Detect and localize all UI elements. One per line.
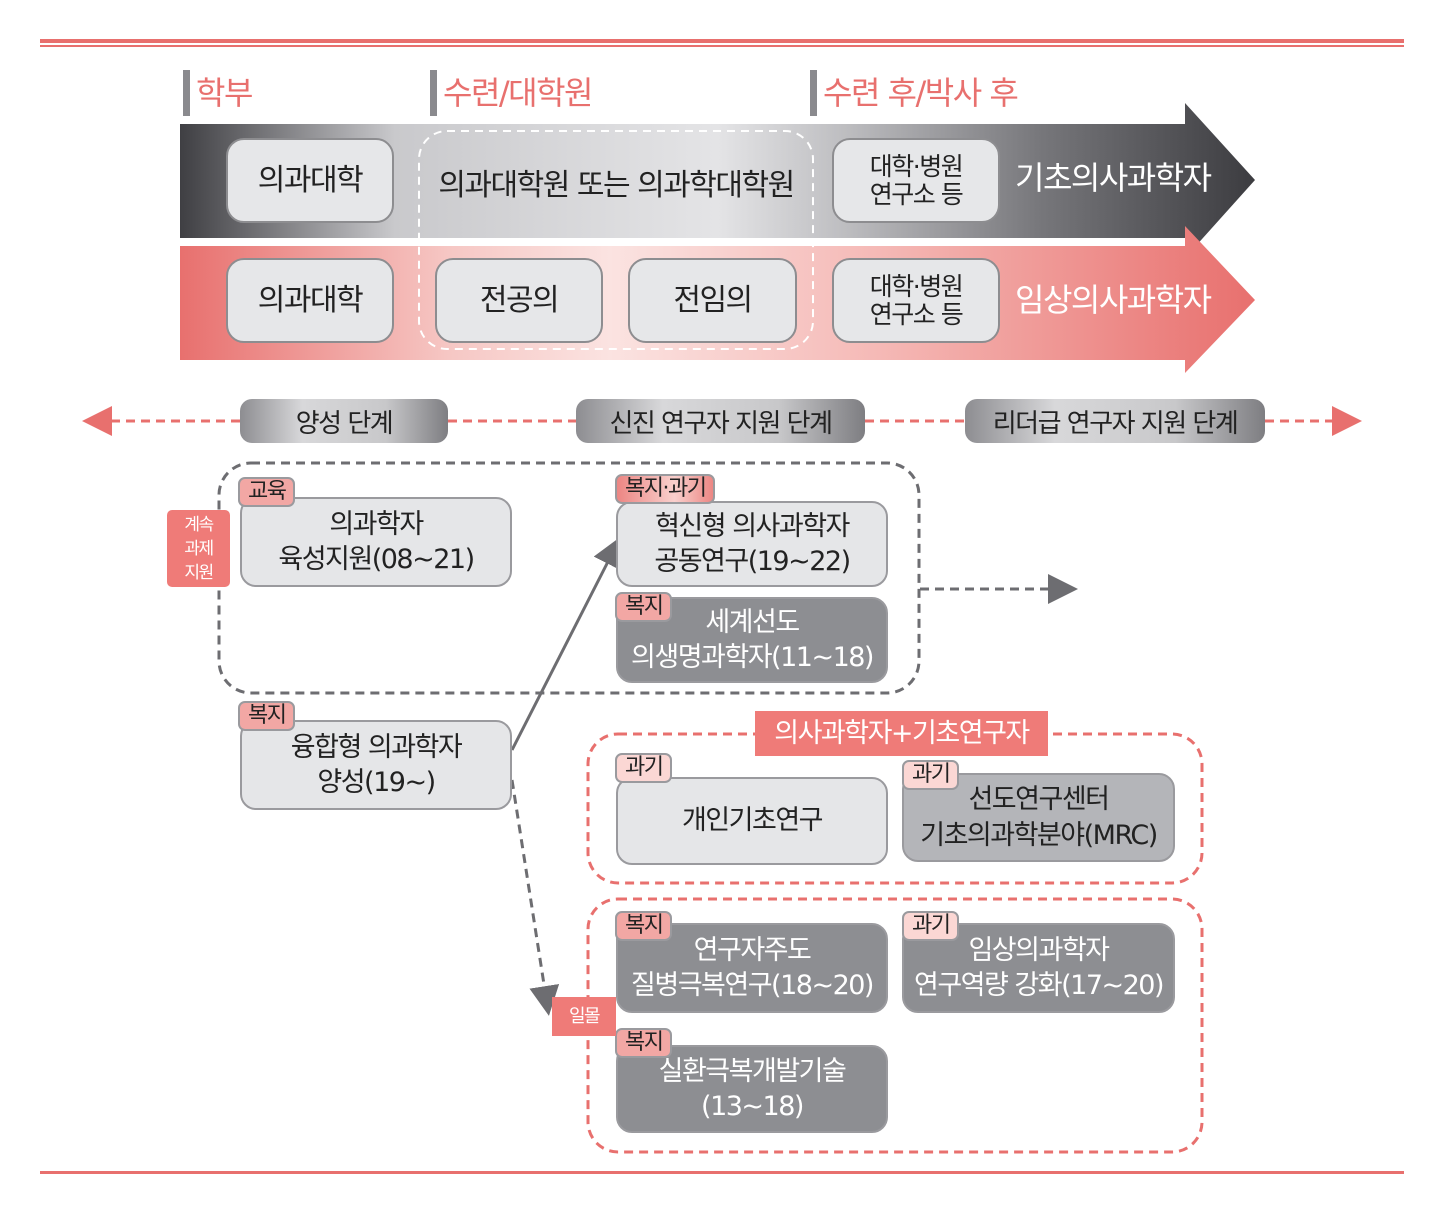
basic-medical-school: 의과대학 xyxy=(226,138,394,223)
ministry-tag: 교육 xyxy=(238,477,296,507)
line: 계속 xyxy=(184,515,214,535)
line: 질병극복연구(18~20) xyxy=(631,970,874,1001)
stage-training: 양성 단계 xyxy=(240,399,448,443)
line: 대학·병원 xyxy=(869,152,964,181)
line: 선도연구센터 xyxy=(968,784,1110,816)
program-box: 개인기초연구 xyxy=(616,777,888,865)
line: (13~18) xyxy=(701,1091,804,1122)
line: 실환극복개발기술 xyxy=(658,1055,847,1087)
line: 연구소 등 xyxy=(869,179,964,209)
header-training: 수련/대학원 xyxy=(430,70,593,116)
line: 육성지원(08~21) xyxy=(278,544,475,575)
ministry-tag: 복지 xyxy=(238,701,296,731)
line: 양성(19~) xyxy=(317,767,436,798)
group-title: 의사과학자+기초연구자 xyxy=(755,711,1048,756)
line: 임상의과학자 xyxy=(968,934,1110,966)
graduate-dashed-group xyxy=(418,130,814,350)
clinical-medical-school: 의과대학 xyxy=(226,258,394,343)
sunset-tag: 일몰 xyxy=(552,997,616,1036)
line: 세계선도 xyxy=(705,606,800,638)
header-postdoc: 수련 후/박사 후 xyxy=(810,70,1019,116)
line: 혁신형 의사과학자 xyxy=(655,510,850,542)
header-undergrad: 학부 xyxy=(183,70,253,116)
ministry-tag: 복지 xyxy=(615,592,673,622)
line: 의생명과학자(11~18) xyxy=(631,642,874,673)
ministry-tag: 과기 xyxy=(615,753,673,783)
line: 개인기초연구 xyxy=(681,805,824,837)
line: 기초의과학분야(MRC) xyxy=(920,819,1158,851)
ministry-tag: 복지 xyxy=(615,1028,673,1058)
basic-graduate-school: 의과대학원 또는 의과학대학원 xyxy=(438,168,795,203)
resident-box: 전공의 xyxy=(435,258,603,343)
bottom-rule xyxy=(40,1171,1404,1174)
ministry-tag: 복지·과기 xyxy=(615,474,716,504)
stage-leader: 리더급 연구자 지원 단계 xyxy=(965,399,1265,443)
line: 연구소 등 xyxy=(869,299,964,329)
program-box: 실환극복개발기술 (13~18) xyxy=(616,1045,888,1133)
line: 연구자주도 xyxy=(693,934,812,966)
basic-scientist-label: 기초의사과학자 xyxy=(1015,159,1212,197)
ministry-tag: 과기 xyxy=(902,911,960,941)
ministry-tag: 복지 xyxy=(615,911,673,941)
line: 공동연구(19~22) xyxy=(654,546,851,577)
ministry-tag: 과기 xyxy=(902,760,960,790)
line: 융합형 의과학자 xyxy=(290,731,463,763)
top-rule xyxy=(40,39,1404,43)
line: 지원 xyxy=(184,563,214,583)
line: 의과학자 xyxy=(329,508,424,540)
stage-early-career: 신진 연구자 지원 단계 xyxy=(576,399,865,443)
fellow-box: 전임의 xyxy=(628,258,797,343)
line: 대학·병원 xyxy=(869,272,964,301)
clinical-scientist-label: 임상의사과학자 xyxy=(1015,281,1212,319)
line: 과제 xyxy=(184,539,214,559)
line: 연구역량 강화(17~20) xyxy=(913,970,1165,1001)
